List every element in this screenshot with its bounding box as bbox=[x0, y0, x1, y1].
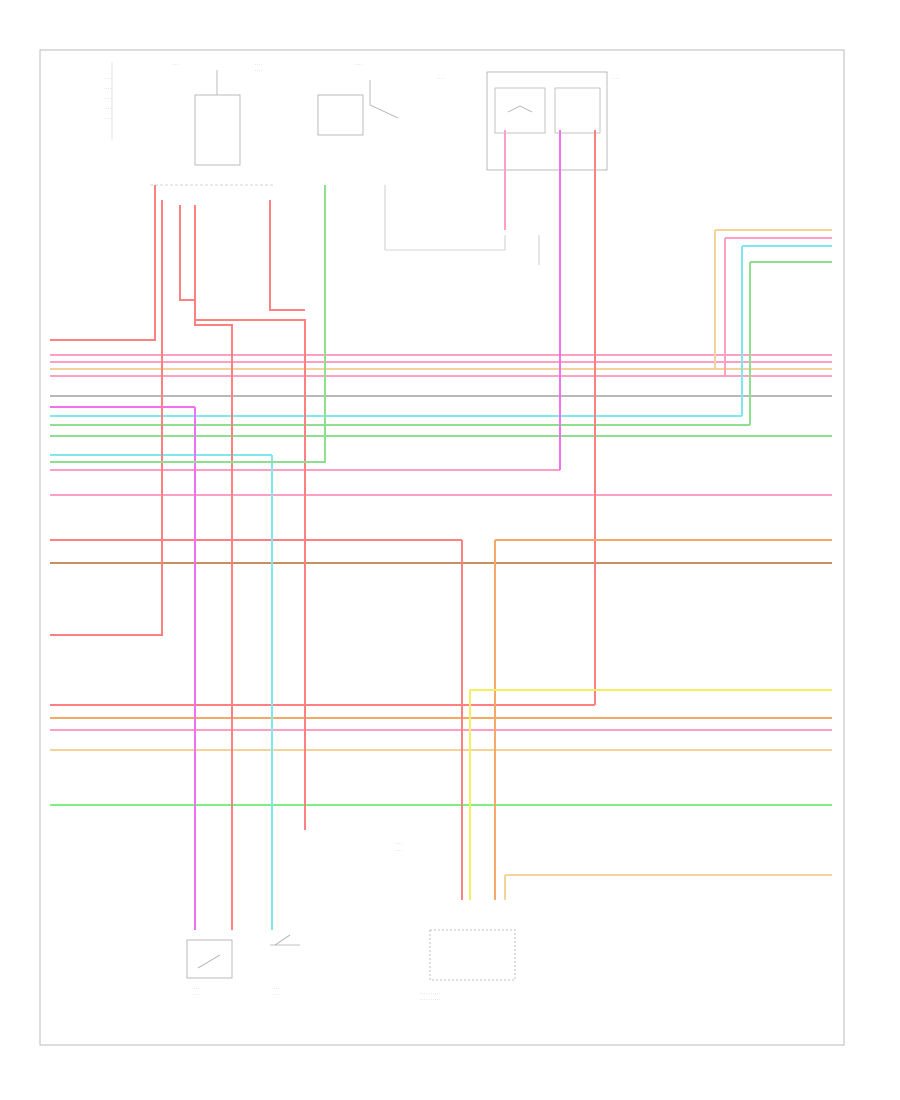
connector-wire-5 bbox=[269, 200, 305, 311]
svg-text:· · · ·: · · · · bbox=[104, 77, 112, 81]
wire-layer bbox=[50, 354, 832, 876]
svg-text:· · · ·: · · · · bbox=[395, 842, 403, 846]
svg-text:· · · ·: · · · · bbox=[272, 987, 280, 991]
switch-bottom-left-a: · · · · · · · · bbox=[186, 939, 233, 997]
svg-text:· · · ·: · · · · bbox=[104, 97, 112, 101]
svg-text:· · · · · · · · · ·: · · · · · · · · · · bbox=[420, 998, 440, 1002]
svg-text:· · · ·: · · · · bbox=[355, 63, 363, 67]
switch-bottom-left-b: · · · · · · · · bbox=[270, 934, 300, 997]
svg-text:· · · ·: · · · · bbox=[255, 69, 263, 73]
svg-text:· · · ·: · · · · bbox=[192, 993, 200, 997]
connector-wire-4 bbox=[194, 205, 306, 830]
svg-text:· · · ·: · · · · bbox=[192, 987, 200, 991]
fuse-block-left: · · · · · · · · · · · · · · · · · · · · bbox=[104, 62, 113, 140]
svg-text:· · · ·: · · · · bbox=[104, 117, 112, 121]
svg-text:· · · ·: · · · · bbox=[104, 87, 112, 91]
switch-block-top-center: · · · · bbox=[317, 63, 506, 251]
relay-block-top: · · · · · · · · · · · · bbox=[150, 63, 275, 186]
connector-wire-1 bbox=[50, 185, 156, 341]
vertical-wire-layer bbox=[50, 130, 832, 930]
svg-text:· · · ·: · · · · bbox=[173, 63, 181, 67]
svg-text:· · · ·: · · · · bbox=[612, 77, 620, 81]
svg-text:· · · ·: · · · · bbox=[272, 993, 280, 997]
svg-text:· · · ·: · · · · bbox=[437, 77, 445, 81]
svg-text:· · · · · · · · · ·: · · · · · · · · · · bbox=[420, 992, 440, 996]
diagram-frame bbox=[39, 49, 845, 1046]
svg-text:· · · ·: · · · · bbox=[395, 849, 403, 853]
connector-wire-3 bbox=[179, 205, 233, 930]
connector-wire-2 bbox=[50, 200, 163, 636]
connector-wire-8 bbox=[50, 185, 326, 463]
svg-text:· · · ·: · · · · bbox=[104, 107, 112, 111]
module-block-top-right: · · · · · · · · bbox=[437, 71, 620, 265]
svg-text:· · · ·: · · · · bbox=[255, 63, 263, 67]
module-bottom-center: · · · · · · · · · · · · · · · · · · · · … bbox=[395, 842, 516, 1002]
